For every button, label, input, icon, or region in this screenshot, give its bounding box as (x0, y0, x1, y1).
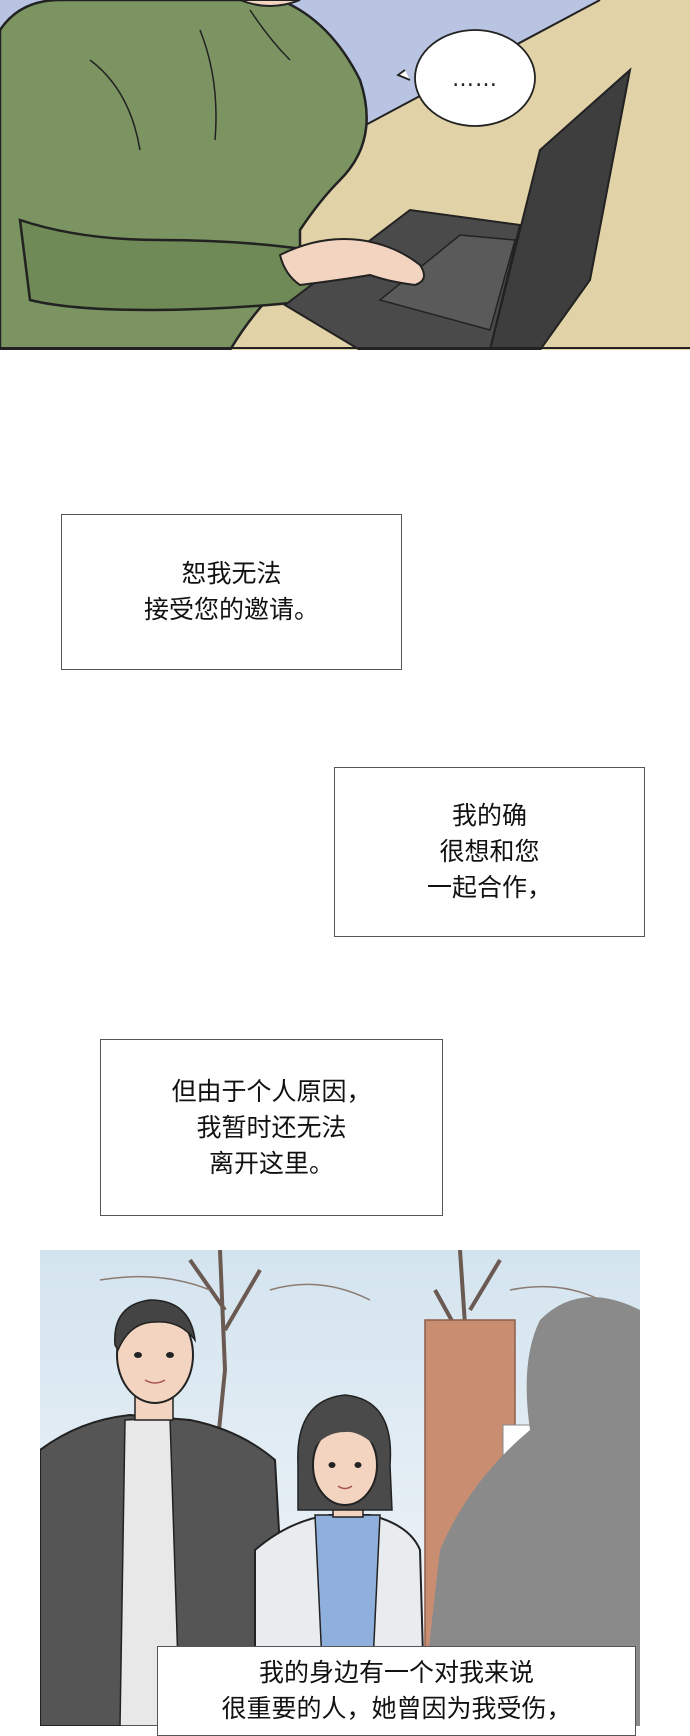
laptop-touchpad (378, 234, 516, 331)
caption-line: 离开这里。 (208, 1148, 334, 1178)
caption-line: 但由于个人原因， (171, 1076, 372, 1106)
comic-panel-typing: …… (0, 0, 690, 350)
caption-line: 我暂时还无法 (196, 1112, 347, 1142)
speech-bubble-text: …… (452, 67, 498, 92)
caption-box-refusal: 恕我无法 接受您的邀请。 (61, 514, 402, 670)
caption-line: 恕我无法 (181, 559, 282, 588)
caption-box-cooperate: 我的确 很想和您 一起合作， (334, 767, 645, 937)
caption-line: 我的确 (451, 801, 527, 830)
man-hair (114, 1299, 197, 1352)
caption-box-reason: 但由于个人原因， 我暂时还无法 离开这里。 (100, 1039, 443, 1216)
foreground-silhouette (420, 1297, 640, 1726)
laptop-screen (488, 67, 632, 350)
typing-scene-illustration: …… (0, 0, 690, 350)
speech-bubble (414, 29, 536, 127)
caption-line: 很想和您 (439, 837, 540, 866)
typing-hand (278, 238, 425, 287)
hand-on-chin (239, 0, 301, 7)
caption-line: 很重要的人，她曾因为我受伤， (221, 1694, 572, 1723)
caption-line: 我的身边有一个对我来说 (258, 1658, 534, 1687)
caption-box-important-person: 我的身边有一个对我来说 很重要的人，她曾因为我受伤， (157, 1646, 636, 1736)
caption-line: 一起合作， (426, 873, 552, 902)
caption-line: 接受您的邀请。 (143, 595, 319, 624)
